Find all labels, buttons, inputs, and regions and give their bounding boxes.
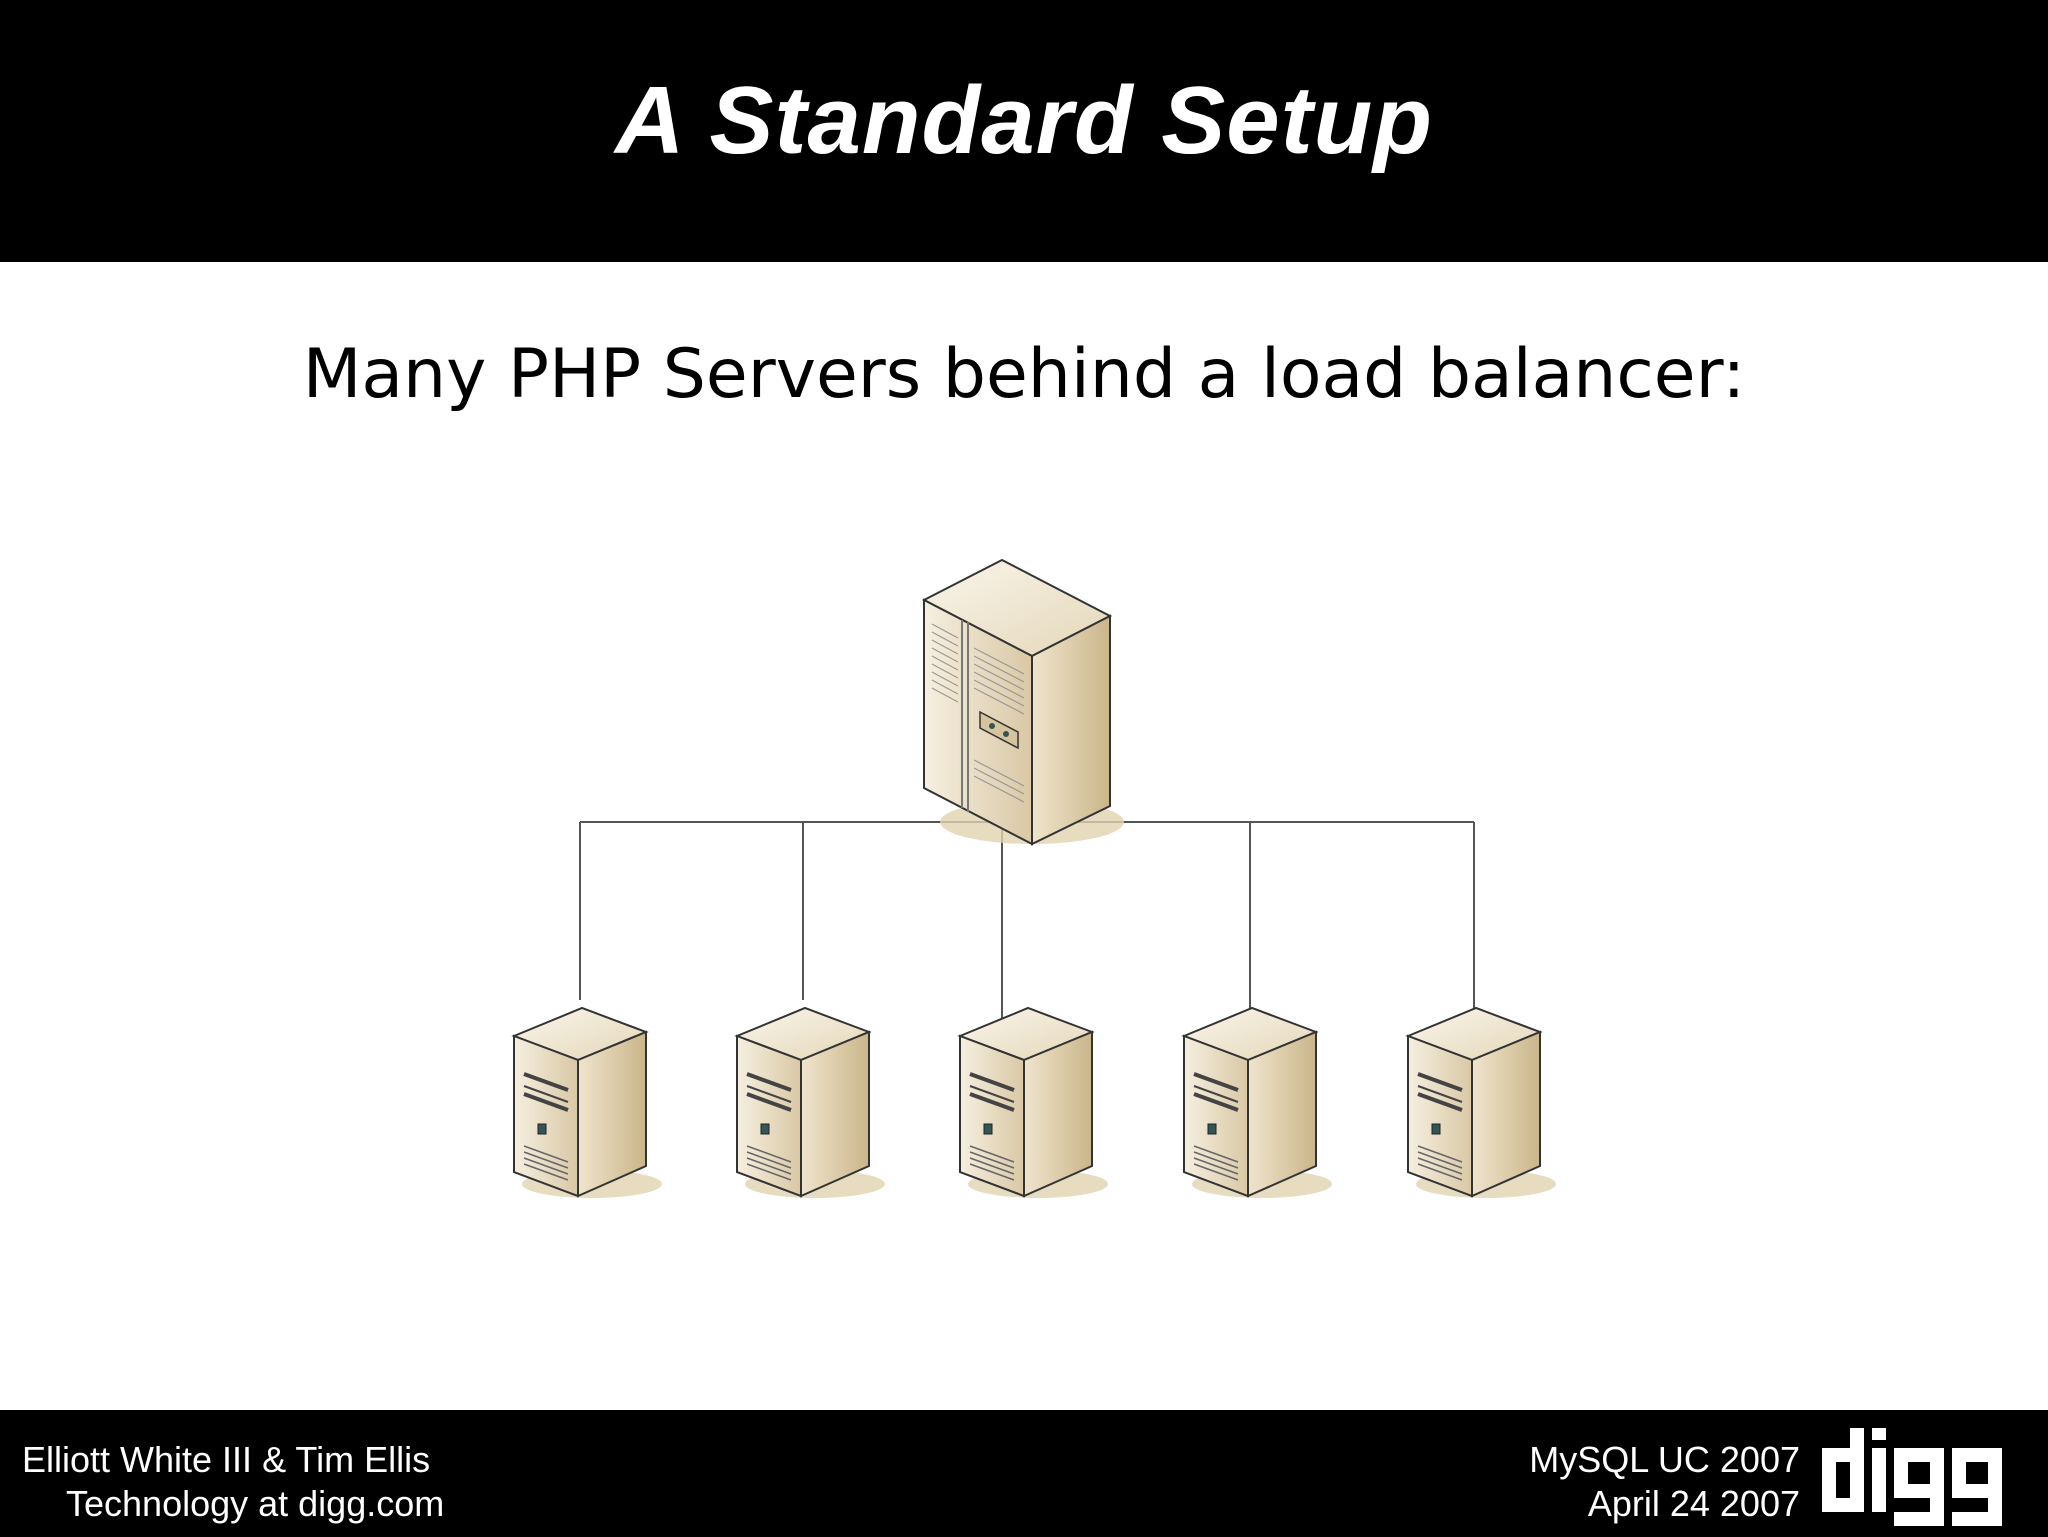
footer-event-line1: MySQL UC 2007 bbox=[1529, 1439, 1800, 1480]
footer-event: MySQL UC 2007 April 24 2007 bbox=[1529, 1438, 1800, 1526]
digg-logo-icon bbox=[1822, 1428, 2002, 1526]
slide-title: A Standard Setup bbox=[615, 67, 1433, 174]
footer-bar: Elliott White III & Tim Ellis Technology… bbox=[0, 1410, 2048, 1537]
footer-event-line2: April 24 2007 bbox=[1587, 1483, 1800, 1524]
php-server-icon bbox=[1406, 1006, 1558, 1200]
slide-subtitle: Many PHP Servers behind a load balancer: bbox=[302, 335, 1746, 414]
php-server-icon bbox=[958, 1006, 1110, 1200]
php-server-icon bbox=[512, 1006, 664, 1200]
footer-authors-line1: Elliott White III & Tim Ellis bbox=[22, 1439, 431, 1480]
footer-authors: Elliott White III & Tim Ellis Technology… bbox=[22, 1438, 444, 1526]
connector-lines bbox=[579, 821, 1475, 1028]
header-bar: A Standard Setup bbox=[0, 0, 2048, 262]
footer-authors-line2: Technology at digg.com bbox=[66, 1483, 445, 1524]
network-diagram bbox=[512, 558, 1558, 1200]
php-server-icon bbox=[1182, 1006, 1334, 1200]
load-balancer-server-icon bbox=[921, 558, 1124, 846]
php-server-icon bbox=[735, 1006, 887, 1200]
